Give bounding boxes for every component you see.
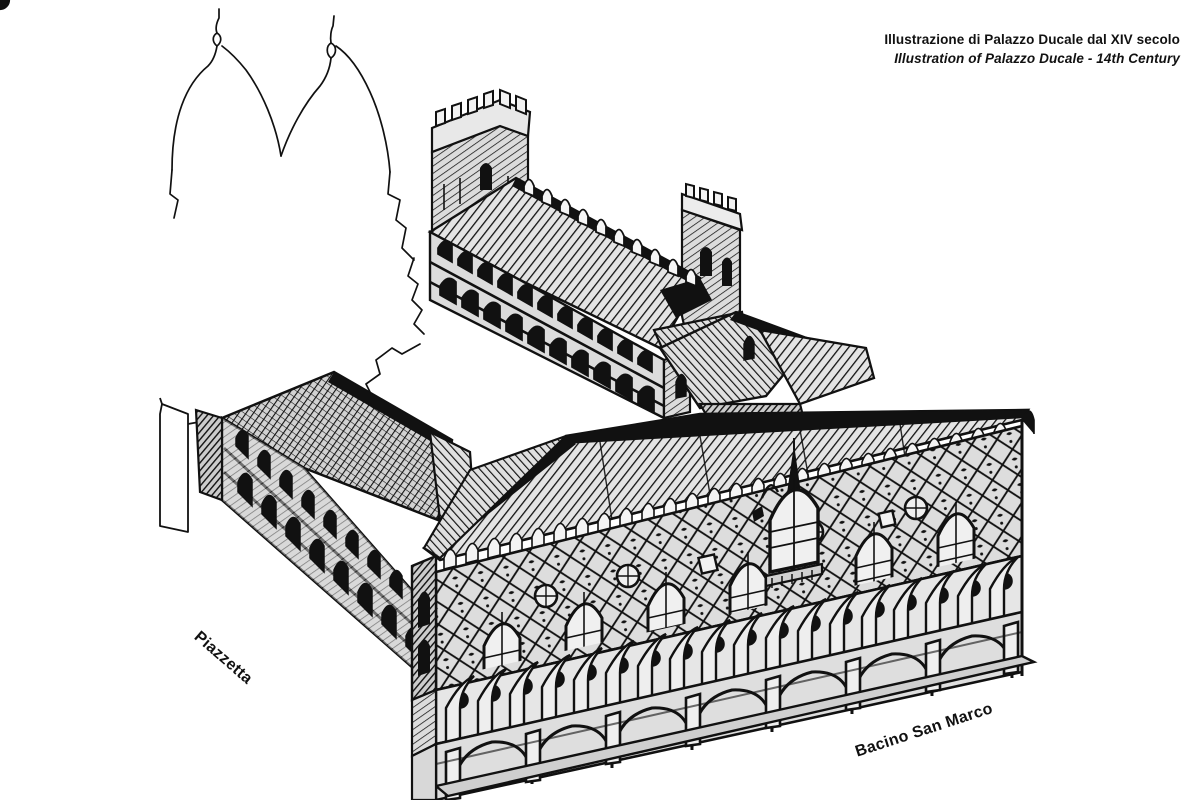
piazzetta-wing	[194, 370, 476, 693]
north-wing-upper-arcade	[437, 239, 653, 374]
piazzetta-lower-windows	[237, 472, 421, 662]
caption-block: Illustrazione di Palazzo Ducale dal XIV …	[884, 30, 1180, 68]
bacino-wing	[0, 0, 1038, 800]
north-wing-lower-arcade	[439, 277, 655, 414]
bacino-plinth	[433, 654, 1038, 798]
loggia-tracery	[0, 0, 1019, 746]
north-wing-ridge-crenellation	[523, 178, 697, 288]
caption-italian: Illustrazione di Palazzo Ducale dal XIV …	[884, 32, 1180, 47]
north-wing	[427, 88, 746, 420]
bacino-west-end	[410, 554, 438, 800]
central-balcony	[752, 438, 824, 588]
caption-english: Illustration of Palazzo Ducale - 14th Ce…	[894, 51, 1180, 67]
